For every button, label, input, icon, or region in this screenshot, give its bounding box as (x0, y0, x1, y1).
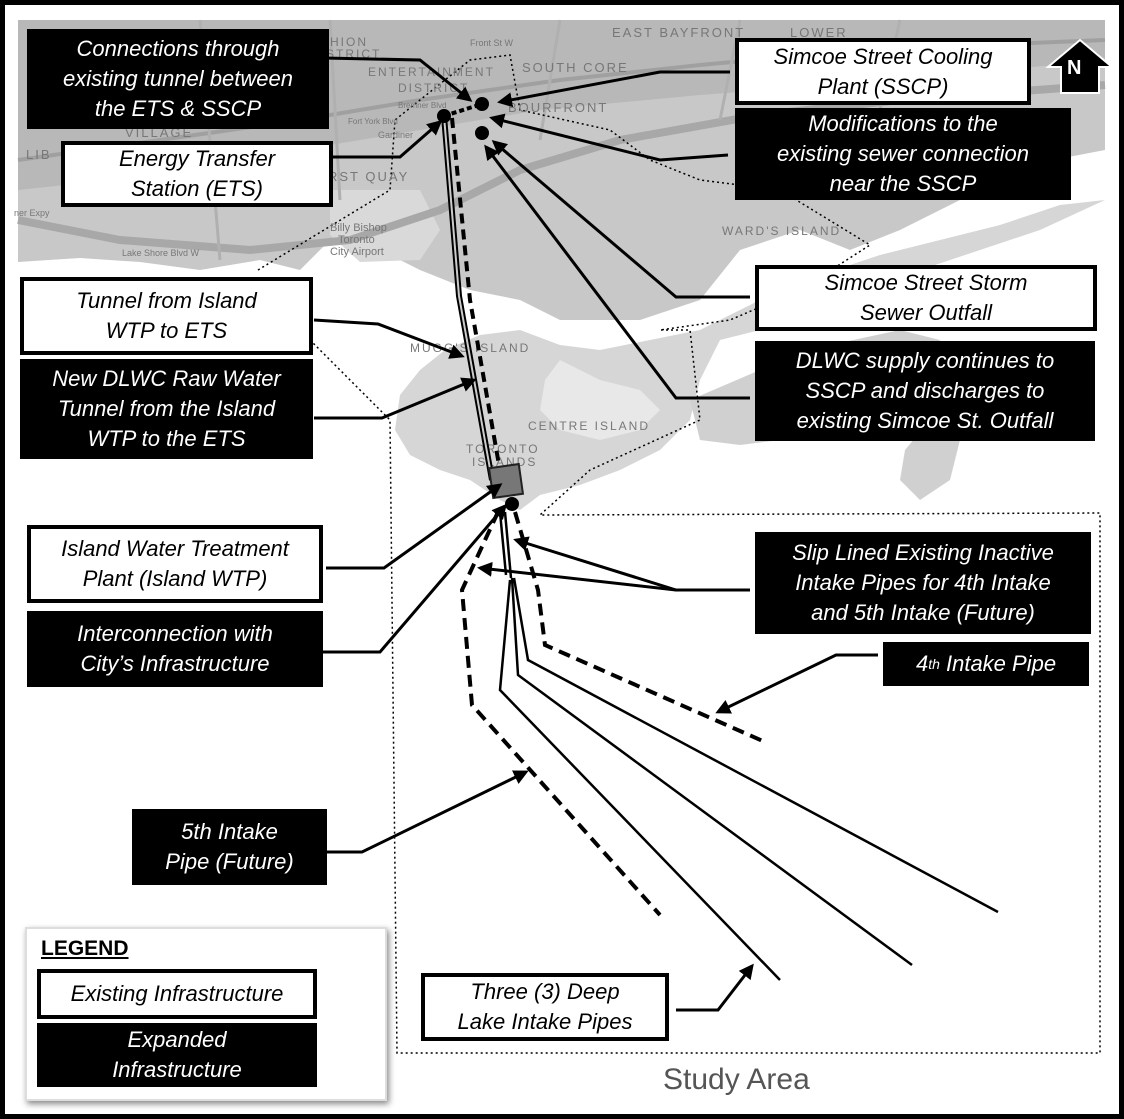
label-tunnel-island-ets: Tunnel from Island WTP to ETS (20, 277, 313, 355)
north-arrow-icon (1045, 38, 1115, 94)
label-sscp: Simcoe Street Cooling Plant (SSCP) (735, 38, 1031, 105)
map-label-bourfront: BOURFRONT (508, 100, 608, 115)
map-label-gardiner-expy: ner Expy (14, 208, 50, 218)
label-ets: Energy Transfer Station (ETS) (61, 141, 333, 207)
map-label-wards-island: WARD'S ISLAND (722, 224, 841, 238)
fourth-intake-text: Intake Pipe (939, 651, 1057, 676)
label-fifth-intake: 5th Intake Pipe (Future) (132, 809, 327, 885)
map-label-gardiner: Gardiner (378, 130, 413, 140)
leader-lines (313, 56, 878, 1012)
label-deep-lake-intake: Three (3) Deep Lake Intake Pipes (421, 973, 669, 1041)
map-label-airport-3: City Airport (330, 246, 384, 258)
fifth-intake-pipe (459, 511, 662, 917)
map-label-lib: LIB (26, 147, 52, 162)
map-label-entertainment: ENTERTAINMENT (368, 65, 495, 79)
map-label-centre-island: CENTRE ISLAND (528, 419, 650, 433)
map-label-toronto: TORONTO (466, 442, 540, 456)
label-sewer-modification: Modifications to the existing sewer conn… (735, 108, 1071, 200)
sscp-point (475, 97, 489, 111)
legend-expanded: Expanded Infrastructure (37, 1023, 317, 1087)
new-raw-water-tunnel-line (450, 117, 504, 483)
map-place-names: EAST BAYFRONT LOWER SOUTH CORE ENTERTAIN… (14, 25, 848, 469)
label-connections-tunnel: Connections through existing tunnel betw… (27, 29, 329, 129)
map-label-lower: LOWER (790, 25, 848, 40)
label-interconnection: Interconnection with City’s Infrastructu… (27, 611, 323, 687)
interconnection-point (505, 497, 519, 511)
study-area-label: Study Area (663, 1063, 810, 1096)
storm-outfall-point (475, 126, 489, 140)
legend-existing: Existing Infrastructure (37, 969, 317, 1019)
label-slip-lined: Slip Lined Existing Inactive Intake Pipe… (755, 532, 1091, 634)
existing-intake-pipe-1 (498, 579, 781, 981)
existing-intake-pipe-3 (512, 577, 999, 914)
north-letter: N (1067, 57, 1082, 79)
label-storm-outfall: Simcoe Street Storm Sewer Outfall (755, 265, 1097, 331)
map-label-front-st: Front St W (470, 38, 514, 48)
map-label-bremner: Bremner Blvd (398, 101, 446, 110)
map-label-airport-2: Toronto (338, 234, 375, 246)
ets-point (437, 109, 451, 123)
map-label-fort-york: Fort York Blvd (348, 117, 398, 126)
map-label-district: DISTRICT (398, 81, 469, 95)
map-label-fashion: HION (330, 35, 368, 49)
map-label-first-quay: RST QUAY (328, 169, 409, 184)
fourth-intake-number: 4 (915, 651, 929, 676)
map-label-lake-shore: Lake Shore Blvd W (122, 248, 200, 258)
existing-intake-pipe-2 (510, 577, 913, 967)
map-label-south-core: SOUTH CORE (522, 60, 629, 75)
label-raw-water-tunnel: New DLWC Raw Water Tunnel from the Islan… (20, 359, 313, 459)
label-island-wtp: Island Water Treatment Plant (Island WTP… (27, 525, 323, 603)
fourth-intake-pipe (513, 511, 766, 744)
map-label-east-bayfront: EAST BAYFRONT (612, 25, 745, 40)
legend-title: LEGEND (41, 937, 129, 960)
label-dlwc-supply: DLWC supply continues to SSCP and discha… (755, 341, 1095, 441)
island-wtp-symbol (487, 462, 525, 500)
map-label-airport-1: Billy Bishop (330, 222, 387, 234)
